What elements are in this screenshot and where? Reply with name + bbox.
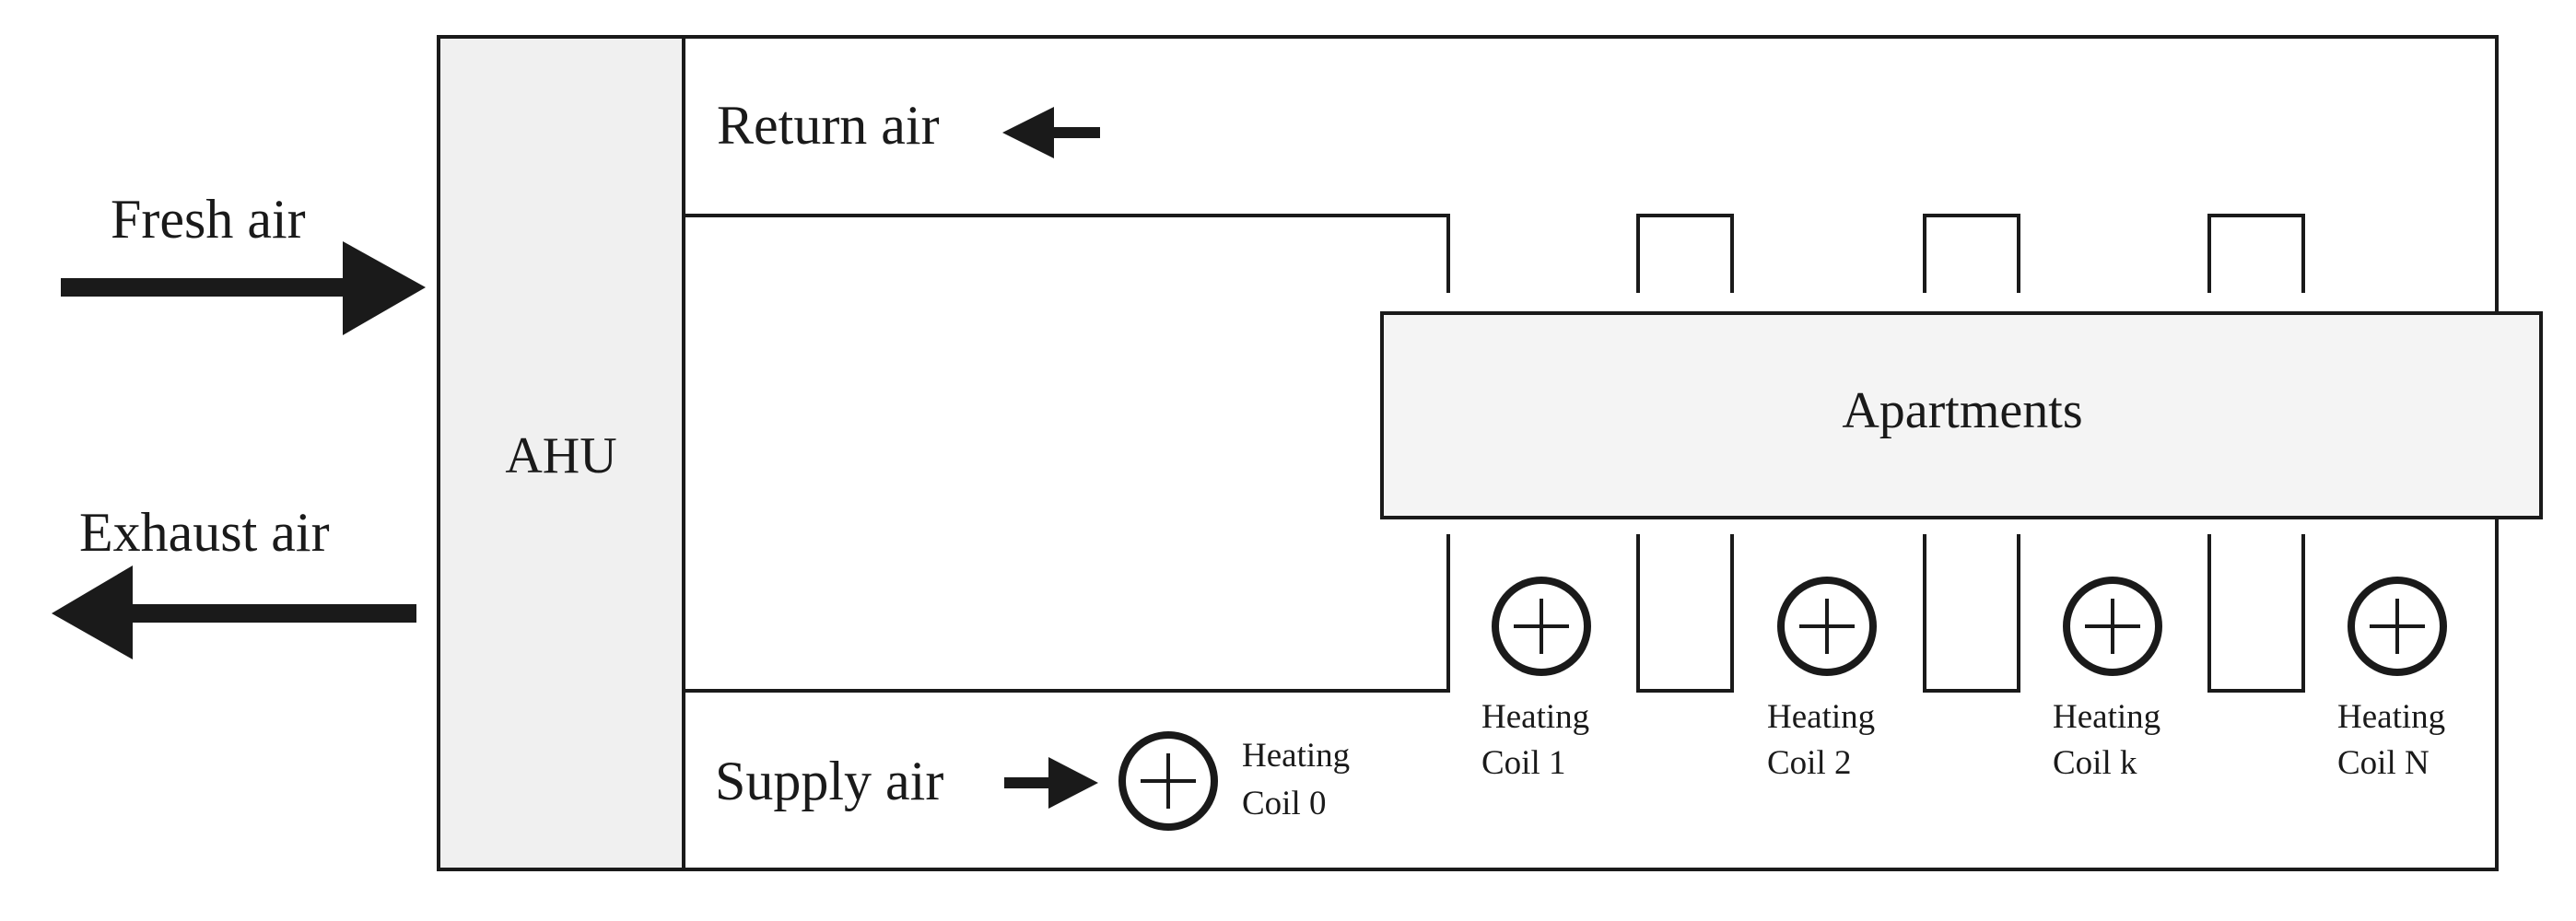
heating-coil-1: Heating Coil 1: [1481, 577, 1591, 782]
ahu-label: AHU: [505, 427, 616, 484]
supply-branch-k: [1923, 534, 2020, 693]
exhaust-air-label: Exhaust air: [79, 502, 330, 563]
heating-coil-0: Heating Coil 0: [1118, 731, 1350, 831]
supply-branch-n: [2207, 534, 2305, 693]
return-air-label: Return air: [717, 95, 940, 156]
supply-air-label: Supply air: [715, 751, 943, 811]
fresh-air-arrow: [61, 241, 426, 335]
heating-coil-2: Heating Coil 2: [1767, 577, 1877, 782]
heating-coil-n-icon: [2348, 577, 2447, 676]
return-branch-2: [1636, 214, 1734, 293]
heating-coil-2-line2: Coil 2: [1767, 744, 1852, 782]
apartments-label: Apartments: [1842, 382, 2082, 439]
exhaust-air-arrow: [52, 565, 416, 659]
heating-coil-k-line1: Heating: [2053, 698, 2160, 736]
heating-coil-n-line1: Heating: [2337, 698, 2445, 736]
heating-coil-n-line2: Coil N: [2337, 744, 2430, 782]
heating-coil-1-line1: Heating: [1481, 698, 1589, 736]
heating-coil-k-line2: Coil k: [2053, 744, 2137, 782]
return-branch-k: [1923, 214, 2020, 293]
return-branch-n: [2207, 214, 2305, 293]
return-duct-wall: [684, 214, 1450, 293]
heating-coil-0-line2: Coil 0: [1242, 785, 1327, 822]
ahu-box: [437, 35, 685, 871]
supply-air-arrow: [1004, 757, 1098, 809]
heating-coil-0-icon: [1118, 731, 1218, 831]
heating-coil-k-icon: [2063, 577, 2162, 676]
heating-coil-0-line1: Heating: [1242, 737, 1350, 775]
heating-coil-2-line1: Heating: [1767, 698, 1875, 736]
heating-coil-1-line2: Coil 1: [1481, 744, 1566, 782]
supply-branch-2: [1636, 534, 1734, 693]
heating-coil-k: Heating Coil k: [2053, 577, 2162, 782]
return-air-arrow: [1002, 107, 1100, 158]
heating-coil-n: Heating Coil N: [2337, 577, 2447, 782]
supply-duct-wall: [684, 534, 1450, 693]
fresh-air-label: Fresh air: [111, 189, 306, 250]
heating-coil-2-icon: [1777, 577, 1877, 676]
heating-coil-1-icon: [1492, 577, 1591, 676]
apartments-box: [1380, 311, 2543, 519]
